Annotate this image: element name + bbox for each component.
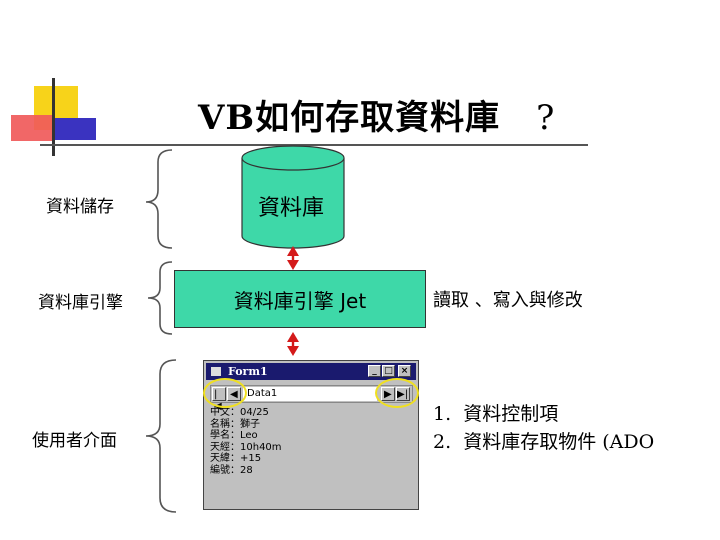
label-engine: 資料庫引擎	[38, 293, 123, 313]
field-label: 學名：	[210, 430, 240, 441]
engine-box: 資料庫引擎 Jet	[174, 270, 426, 328]
database-label: 資料庫	[258, 196, 325, 221]
decor-vertical-bar	[52, 78, 55, 156]
list-number: 1.	[433, 403, 452, 425]
arrow-engine-form	[287, 332, 299, 356]
label-ui: 使用者介面	[32, 431, 117, 451]
list-number: 2.	[433, 431, 452, 453]
field-row: 天緯：+15	[210, 453, 282, 465]
close-button[interactable]: ×	[398, 365, 411, 377]
form-title-bar: Form1 _ □ ×	[206, 363, 416, 380]
label-storage: 資料儲存	[46, 197, 114, 217]
title-underline	[40, 144, 588, 146]
field-value: 10h40m	[240, 441, 282, 453]
field-label: 天緯：	[210, 453, 240, 464]
field-label: 天經：	[210, 441, 240, 453]
list-text: 資料庫存取物件 (ADO	[463, 431, 655, 453]
field-label: 編號：	[210, 464, 240, 476]
field-row: 天經：10h40m	[210, 442, 282, 454]
arrow-db-engine	[287, 246, 299, 270]
list-item: 1. 資料控制項	[433, 400, 654, 428]
list-item: 2. 資料庫存取物件 (ADO	[433, 428, 654, 456]
field-value: Leo	[240, 430, 258, 441]
engine-label: 資料庫引擎 Jet	[233, 288, 367, 313]
brace-storage	[145, 149, 173, 249]
form-system-icon	[211, 367, 221, 376]
field-row: 學名：Leo	[210, 430, 282, 442]
title-question-mark: ?	[536, 98, 556, 138]
access-options-list: 1. 資料控制項 2. 資料庫存取物件 (ADO	[433, 400, 654, 456]
field-row: 中文：04/25	[210, 407, 282, 419]
field-value: 獅子	[240, 418, 260, 430]
slide-title: VB如何存取資料庫?	[198, 90, 555, 139]
operations-text: 讀取 、寫入與修改	[433, 290, 583, 311]
highlight-left-nav	[203, 378, 247, 408]
highlight-right-nav	[375, 378, 419, 408]
field-value: +15	[240, 453, 262, 464]
minimize-button[interactable]: _	[368, 365, 381, 377]
field-value: 04/25	[240, 407, 269, 418]
data-control-caption: Data1	[243, 387, 377, 401]
field-label: 名稱：	[210, 418, 240, 430]
field-value: 28	[240, 464, 253, 476]
brace-engine	[147, 261, 173, 335]
form-title-text: Form1	[228, 365, 268, 378]
brace-ui	[145, 359, 177, 513]
decor-blue-square	[52, 118, 96, 140]
field-row: 名稱：獅子	[210, 419, 282, 431]
database-cylinder	[241, 145, 345, 249]
maximize-button[interactable]: □	[382, 365, 395, 377]
field-row: 編號：28	[210, 465, 282, 477]
field-label: 中文：	[210, 407, 240, 418]
list-text: 資料控制項	[463, 403, 559, 425]
title-text: VB如何存取資料庫	[198, 98, 501, 138]
record-fields: 中文：04/25 名稱：獅子 學名：Leo 天經：10h40m 天緯：+15 編…	[210, 407, 282, 476]
decor-red-square	[11, 115, 53, 141]
